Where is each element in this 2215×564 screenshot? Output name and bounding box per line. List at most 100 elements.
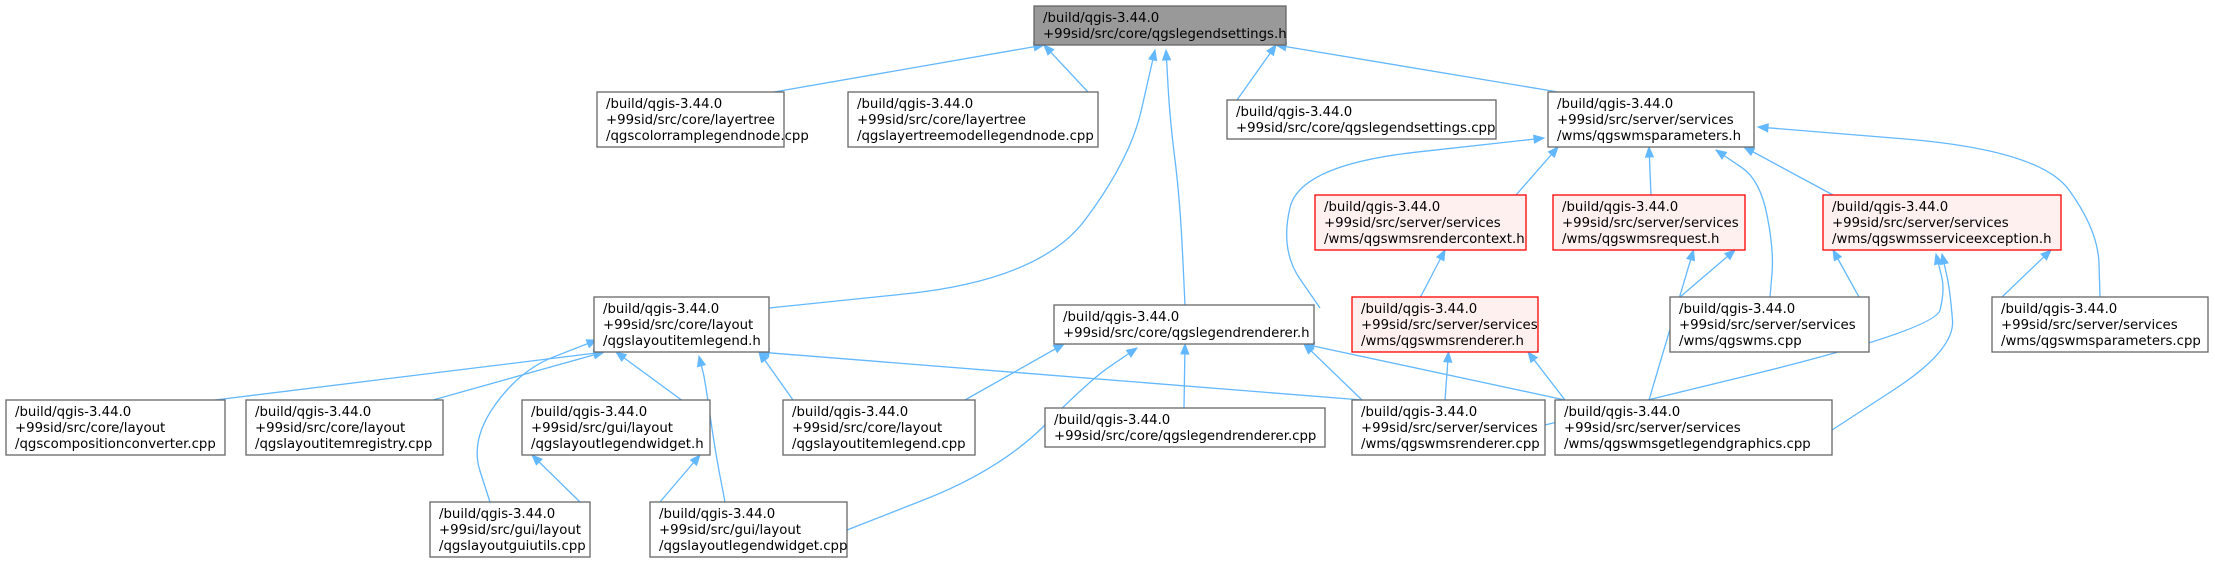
node-label-line: /wms/qgswmsgetlegendgraphics.cpp xyxy=(1564,437,1811,452)
node-legendwidgetcpp[interactable]: /build/qgis-3.44.0+99sid/src/gui/layout/… xyxy=(649,501,848,558)
node-itemlegendcpp[interactable]: /build/qgis-3.44.0+99sid/src/core/layout… xyxy=(782,399,976,456)
node-label-line: /build/qgis-3.44.0 xyxy=(1054,413,1170,428)
node-label-line: /qgslayoutguiutils.cpp xyxy=(439,539,586,554)
node-serviceexception[interactable]: /build/qgis-3.44.0+99sid/src/server/serv… xyxy=(1822,194,2062,251)
node-wmscpp[interactable]: /build/qgis-3.44.0+99sid/src/server/serv… xyxy=(1669,296,1870,353)
node-wmsrequest[interactable]: /build/qgis-3.44.0+99sid/src/server/serv… xyxy=(1552,194,1746,251)
edge-arrowhead xyxy=(1148,48,1158,62)
edge-arrowhead xyxy=(696,354,707,368)
node-box xyxy=(596,91,785,148)
node-label-line: +99sid/src/server/services xyxy=(1557,113,1734,128)
node-getlegendgraphics[interactable]: /build/qgis-3.44.0+99sid/src/server/serv… xyxy=(1554,399,1833,456)
node-box xyxy=(5,399,226,456)
edge-line xyxy=(1533,359,1566,401)
node-layoutitemlegendh[interactable]: /build/qgis-3.44.0+99sid/src/core/layout… xyxy=(593,296,770,353)
node-box xyxy=(245,399,444,456)
edge-line xyxy=(1050,51,1089,93)
node-label-line: +99sid/src/server/services xyxy=(1679,318,1856,333)
node-legendwidgeth[interactable]: /build/qgis-3.44.0+99sid/src/gui/layout/… xyxy=(521,399,711,456)
node-label-line: /build/qgis-3.44.0 xyxy=(255,405,371,420)
node-colorramp[interactable]: /build/qgis-3.44.0+99sid/src/core/layert… xyxy=(596,91,809,148)
edge-arrowhead xyxy=(1443,350,1453,363)
node-wmsparamsh[interactable]: /build/qgis-3.44.0+99sid/src/server/serv… xyxy=(1547,91,1755,148)
node-label-line: +99sid/src/core/layertree xyxy=(857,113,1026,128)
edge-arrowhead xyxy=(1161,48,1172,61)
edge-line xyxy=(1236,52,1271,101)
edge-arrowhead xyxy=(1644,145,1655,158)
edge-line xyxy=(768,59,1154,309)
node-label-line: +99sid/src/server/services xyxy=(1361,318,1538,333)
node-box xyxy=(847,91,1099,148)
edge-arrowhead xyxy=(2040,249,2052,261)
edge-wmscpp-to-wmsrequest xyxy=(1679,249,1737,298)
node-label-line: /build/qgis-3.44.0 xyxy=(439,507,555,522)
node-label-line: /build/qgis-3.44.0 xyxy=(1361,302,1477,317)
edge-legendsettingscpp-to-root xyxy=(1236,43,1277,101)
edge-line xyxy=(773,46,1035,93)
node-label-line: /build/qgis-3.44.0 xyxy=(1832,200,1948,215)
node-label-line: /build/qgis-3.44.0 xyxy=(857,97,973,112)
edge-legendwidgetcpp-to-legendwidgeth xyxy=(659,453,701,503)
node-rendercontext[interactable]: /build/qgis-3.44.0+99sid/src/server/serv… xyxy=(1314,194,1527,251)
node-label-line: /build/qgis-3.44.0 xyxy=(1063,310,1179,325)
node-wmsrendererh[interactable]: /build/qgis-3.44.0+99sid/src/server/serv… xyxy=(1351,296,1539,353)
edge-wmsrequest-to-wmsparamsh xyxy=(1644,145,1655,196)
edge-legendwidgeth-to-layoutitemlegendh xyxy=(614,351,682,401)
edge-arrowhead xyxy=(614,351,628,363)
edge-wmsrendererh-to-rendercontext xyxy=(1419,248,1446,298)
edge-arrowhead xyxy=(1756,123,1769,133)
node-label-line: /build/qgis-3.44.0 xyxy=(792,405,908,420)
edge-arrowhead xyxy=(1533,134,1546,144)
node-label-line: /qgslayoutitemregistry.cpp xyxy=(255,437,432,452)
edge-line xyxy=(1310,350,1363,401)
node-itemregistry[interactable]: /build/qgis-3.44.0+99sid/src/core/layout… xyxy=(245,399,444,456)
node-guiutils[interactable]: /build/qgis-3.44.0+99sid/src/gui/layout/… xyxy=(429,501,591,558)
node-legendrendererh[interactable]: /build/qgis-3.44.0+99sid/src/core/qgsleg… xyxy=(1053,304,1315,345)
edge-layertreemodel-to-root xyxy=(1043,44,1089,93)
edge-compconverter-to-layoutitemlegendh xyxy=(214,348,606,401)
node-box xyxy=(1033,5,1287,46)
node-root[interactable]: /build/qgis-3.44.0+99sid/src/core/qgsleg… xyxy=(1033,5,1287,46)
node-label-line: /build/qgis-3.44.0 xyxy=(1564,405,1680,420)
edge-serviceexception-to-wmsparamsh xyxy=(1742,146,1834,196)
node-label-line: +99sid/src/gui/layout xyxy=(439,523,581,538)
node-legendsettingscpp[interactable]: /build/qgis-3.44.0+99sid/src/core/qgsleg… xyxy=(1226,99,1497,140)
node-compconverter[interactable]: /build/qgis-3.44.0+99sid/src/core/layout… xyxy=(5,399,226,456)
node-label-line: /build/qgis-3.44.0 xyxy=(531,405,647,420)
node-layertreemodel[interactable]: /build/qgis-3.44.0+99sid/src/core/layert… xyxy=(847,91,1099,148)
edge-wmsrenderercpp-to-serviceexception xyxy=(1544,252,1944,426)
edge-wmsparamsh-to-root xyxy=(1274,42,1559,93)
edge-arrowhead xyxy=(1266,43,1277,57)
node-label-line: +99sid/src/core/qgslegendsettings.h xyxy=(1043,27,1287,42)
node-label-line: /qgscolorramplegendnode.cpp xyxy=(606,129,809,144)
node-label-line: /wms/qgswmsrendercontext.h xyxy=(1324,232,1525,247)
edge-line xyxy=(964,348,1056,401)
node-wmsrenderercpp[interactable]: /build/qgis-3.44.0+99sid/src/server/serv… xyxy=(1351,399,1546,456)
edge-guiutils-to-legendwidgeth xyxy=(531,454,581,503)
edge-getlegendgraphics-to-serviceexception xyxy=(1831,252,1954,431)
node-label-line: +99sid/src/core/layout xyxy=(603,318,753,333)
node-legendrenderercpp[interactable]: /build/qgis-3.44.0+99sid/src/core/qgsleg… xyxy=(1044,407,1326,448)
edge-wmsparamscpp-to-serviceexception xyxy=(2001,249,2052,298)
node-label-line: /build/qgis-3.44.0 xyxy=(1043,11,1159,26)
edge-line xyxy=(1831,263,1954,431)
edge-arrowhead xyxy=(689,453,701,467)
node-box xyxy=(1351,296,1539,353)
node-label-line: +99sid/src/server/services xyxy=(1832,216,2009,231)
node-box xyxy=(1822,194,2062,251)
edge-line xyxy=(1648,156,1652,196)
edge-arrowhead xyxy=(1527,350,1539,364)
edge-arrowhead xyxy=(1742,146,1756,157)
node-label-line: /build/qgis-3.44.0 xyxy=(1562,200,1678,215)
edge-line xyxy=(1723,155,1774,298)
edge-arrowhead xyxy=(1832,248,1843,262)
node-box xyxy=(1547,91,1755,148)
edge-line xyxy=(538,461,581,503)
edge-arrowhead xyxy=(1714,149,1728,160)
node-label-line: /build/qgis-3.44.0 xyxy=(1236,105,1352,120)
node-label-line: +99sid/src/server/services xyxy=(1324,216,1501,231)
edge-line xyxy=(476,343,588,503)
node-wmsparamscpp[interactable]: /build/qgis-3.44.0+99sid/src/server/serv… xyxy=(1991,296,2209,353)
edge-line xyxy=(1837,258,1860,298)
